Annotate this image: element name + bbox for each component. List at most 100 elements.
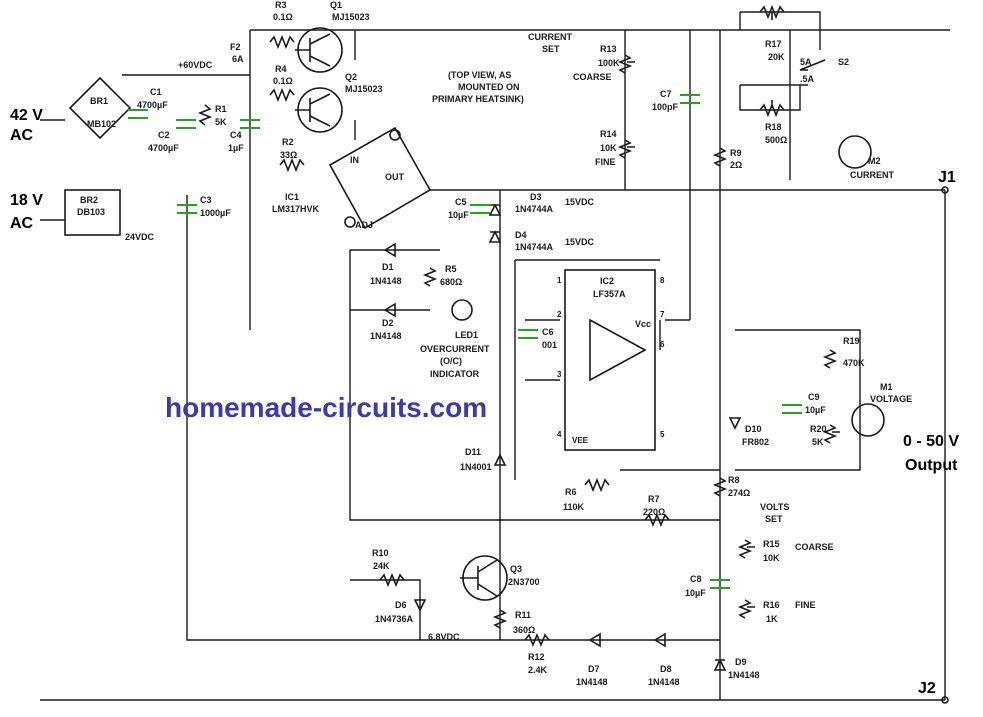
ic2-pin2: 2 [557, 310, 562, 319]
br1-body [68, 76, 132, 140]
r7-value: 220Ω [643, 507, 665, 517]
d2-value: 1N4148 [370, 331, 402, 341]
r13-value: 100K [598, 58, 620, 68]
current-set-label: CURRENT [528, 32, 573, 42]
ic2-label: IC2 [600, 276, 614, 286]
q3-label: Q3 [510, 564, 522, 574]
br2-body [64, 189, 121, 236]
q1-label: Q1 [330, 0, 342, 10]
s2-switch [799, 59, 826, 86]
br2-value: DB103 [77, 207, 105, 217]
r5-label: R5 [445, 264, 457, 274]
ic2-pin8: 8 [660, 276, 665, 285]
r18-value: 500Ω [765, 135, 787, 145]
c8-label: C8 [690, 574, 702, 584]
capacitors [128, 94, 802, 589]
r3-label: R3 [275, 0, 287, 10]
q1-value: MJ15023 [332, 12, 370, 22]
ac42-unit: AC [10, 127, 34, 144]
c4-value: 1µF [228, 143, 244, 153]
indicator-label: INDICATOR [430, 369, 480, 379]
r6-value: 110K [563, 502, 585, 512]
c5-value: 10µF [448, 210, 469, 220]
c1-value: 4700µF [137, 100, 168, 110]
r9-label: R9 [730, 148, 742, 158]
r8-value: 274Ω [728, 488, 750, 498]
c8-value: 10µF [685, 588, 706, 598]
v15b-label: 15VDC [565, 237, 595, 247]
r10-label: R10 [372, 548, 389, 558]
current-set-label2: SET [542, 44, 560, 54]
led1-label: LED1 [455, 330, 478, 340]
d4-label: D4 [515, 230, 527, 240]
r15-value: 10K [763, 553, 780, 563]
r17-value: 20K [768, 52, 785, 62]
ic2-pin4: 4 [557, 430, 562, 439]
c3-label: C3 [200, 195, 212, 205]
volts-set-label: VOLTS [760, 502, 789, 512]
f2-value: 6A [232, 54, 244, 64]
d7-value: 1N4148 [576, 677, 608, 687]
output-label: Output [905, 457, 958, 474]
m2-label: M2 [868, 156, 881, 166]
ic1-body [328, 126, 432, 230]
j1-label: J1 [938, 169, 956, 186]
fine-label: FINE [595, 157, 616, 167]
d6-label: D6 [395, 600, 407, 610]
m1-meter [851, 403, 885, 437]
d10-label: D10 [745, 424, 762, 434]
coarse2-label: COARSE [795, 542, 834, 552]
c1-label: C1 [150, 87, 162, 97]
ic2-pin7: 7 [660, 310, 665, 319]
r6-label: R6 [565, 487, 577, 497]
d11-label: D11 [465, 447, 481, 457]
r1-label: R1 [215, 104, 227, 114]
r3-value: 0.1Ω [273, 12, 293, 22]
v24-label: 24VDC [125, 232, 155, 242]
r2-value: 33Ω [280, 150, 297, 160]
m1-label: M1 [880, 382, 893, 392]
r4-label: R4 [275, 64, 287, 74]
r8-label: R8 [728, 475, 740, 485]
ic2-pin1: 1 [557, 276, 562, 285]
diodes [383, 203, 742, 671]
d11-value: 1N4001 [460, 462, 492, 472]
q2-value: MJ15023 [345, 84, 383, 94]
d9-label: D9 [735, 657, 747, 667]
ac18-unit: AC [10, 215, 34, 232]
r1-value: 5K [215, 117, 227, 127]
v15a-label: 15VDC [565, 197, 595, 207]
oc-label: (O/C) [440, 356, 462, 366]
ic2-pin3: 3 [557, 370, 562, 379]
coarse-label: COARSE [573, 72, 612, 82]
c9-value: 10µF [805, 405, 826, 415]
fine2-label: FINE [795, 600, 816, 610]
r4-value: 0.1Ω [273, 76, 293, 86]
note-mounted: MOUNTED ON [458, 82, 520, 92]
ic1-pin-adj: ADJ [355, 220, 373, 230]
r11-value: 360Ω [513, 625, 535, 635]
v68-label: 6.8VDC [428, 632, 460, 642]
d6-value: 1N4736A [375, 614, 414, 624]
r11-label: R11 [515, 610, 531, 620]
d1-label: D1 [382, 262, 394, 272]
watermark: homemade-circuits.com [165, 392, 487, 423]
r13-label: R13 [600, 44, 617, 54]
d4-value: 1N4744A [515, 242, 554, 252]
d10-value: FR802 [742, 437, 769, 447]
d7-label: D7 [588, 664, 600, 674]
c6-value: 001 [542, 340, 557, 350]
ic1-value: LM317HVK [272, 204, 320, 214]
note-heatsink: PRIMARY HEATSINK) [432, 94, 524, 104]
ic2-pin5: 5 [660, 430, 665, 439]
resistors [197, 34, 838, 648]
r14-label: R14 [600, 129, 617, 139]
overcurrent-label: OVERCURRENT [420, 344, 490, 354]
c4-label: C4 [230, 130, 242, 140]
br2-label: BR2 [80, 195, 98, 205]
r20-label: R20 [810, 424, 827, 434]
ic2-vee: VEE [572, 436, 589, 445]
s2-pos-05a: .5A [800, 74, 815, 84]
